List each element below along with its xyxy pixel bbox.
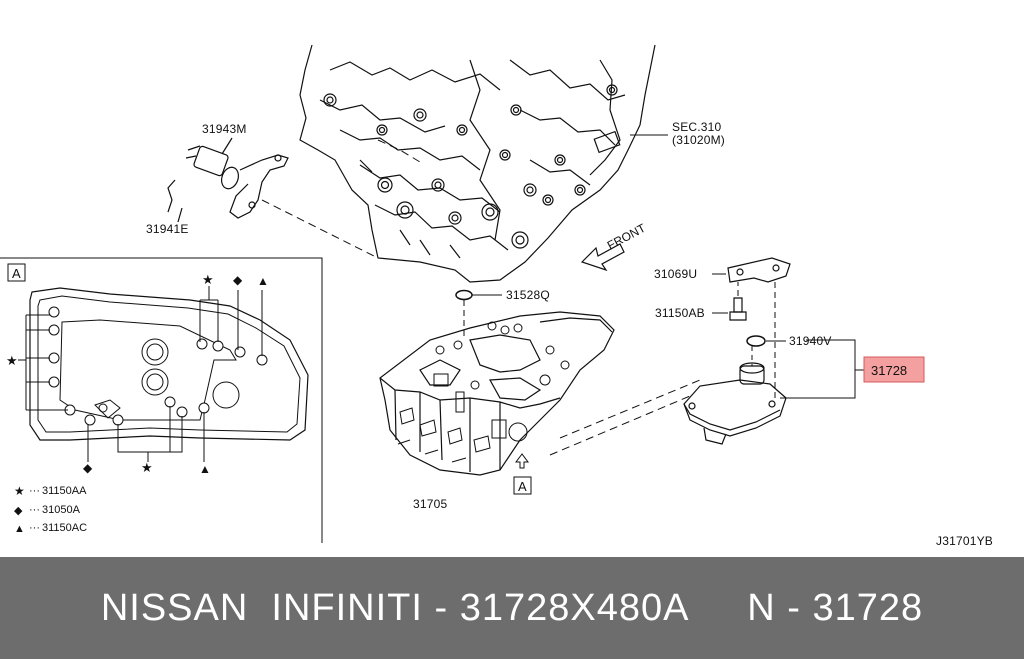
view-a-panel: A ★ ◆ ▲ ★ ◆ [0, 257, 323, 543]
triangle-marker: ▲ [257, 274, 269, 288]
footer-part-number: 31728X480A [459, 586, 690, 629]
o-ring-31528q [455, 289, 473, 301]
front-arrow: FRONT [580, 221, 649, 272]
svg-text:···: ··· [29, 522, 40, 534]
label-31150ab: 31150AB [655, 306, 705, 320]
sec-sublabel: (31020M) [672, 133, 725, 147]
svg-text:···: ··· [29, 485, 40, 497]
front-label: FRONT [605, 221, 649, 253]
legend-symbol-diamond: ◆ [14, 505, 23, 517]
diamond-marker: ◆ [83, 461, 93, 475]
legend: ★ ··· 31150AA ◆ ··· 31050A ▲ ··· 31150AC [14, 484, 87, 535]
solenoid-dash-line [261, 199, 379, 259]
label-31705: 31705 [413, 497, 447, 511]
star-marker: ★ [6, 353, 18, 368]
label-31943m: 31943M [202, 122, 247, 136]
o-ring-31940v [746, 335, 766, 347]
star-marker: ★ [202, 272, 214, 287]
label-31069u: 31069U [654, 267, 697, 281]
legend-text-31050a: 31050A [42, 504, 81, 516]
valve-strainer-dash-line [549, 379, 701, 456]
view-a-ref-box [513, 476, 532, 495]
label-31528q: 31528Q [506, 288, 550, 302]
solenoid-drawing [167, 137, 289, 223]
case-dash-line [377, 139, 421, 163]
footer-banner: NISSAN INFINITI - 31728X480A N - 31728 [0, 557, 1024, 659]
view-a-label: A [12, 266, 21, 281]
footer-ref: N - 31728 [747, 586, 924, 629]
legend-text-31150ac: 31150AC [42, 522, 87, 534]
bracket-31069u [727, 257, 791, 283]
parts-diagram: SEC.310 (31020M) 31943M 31941E FRONT A [0, 44, 993, 548]
footer-brand: NISSAN INFINITI [100, 586, 423, 629]
sec-label: SEC.310 [672, 120, 722, 134]
control-valve-drawing [379, 311, 615, 476]
legend-symbol-triangle: ▲ [14, 523, 25, 535]
label-31941e: 31941E [146, 222, 189, 236]
triangle-marker: ▲ [199, 462, 211, 476]
svg-text:···: ··· [29, 504, 40, 516]
label-31940v: 31940V [789, 334, 832, 348]
strainer-31728 [683, 362, 787, 445]
legend-text-31150aa: 31150AA [42, 485, 87, 497]
transmission-case-drawing [299, 44, 656, 283]
star-marker: ★ [141, 460, 153, 475]
callout-31728-leader [780, 339, 856, 399]
diagram-code: J31701YB [936, 534, 993, 548]
label-31728: 31728 [871, 363, 907, 378]
up-arrow [515, 453, 529, 469]
view-a-ref-label: A [518, 479, 527, 494]
sec-310-callout: SEC.310 (31020M) [630, 120, 725, 147]
bolt-31150ab [729, 297, 747, 321]
legend-symbol-star: ★ [14, 484, 25, 498]
diamond-marker: ◆ [233, 273, 243, 287]
highlight-31728 [863, 356, 925, 383]
